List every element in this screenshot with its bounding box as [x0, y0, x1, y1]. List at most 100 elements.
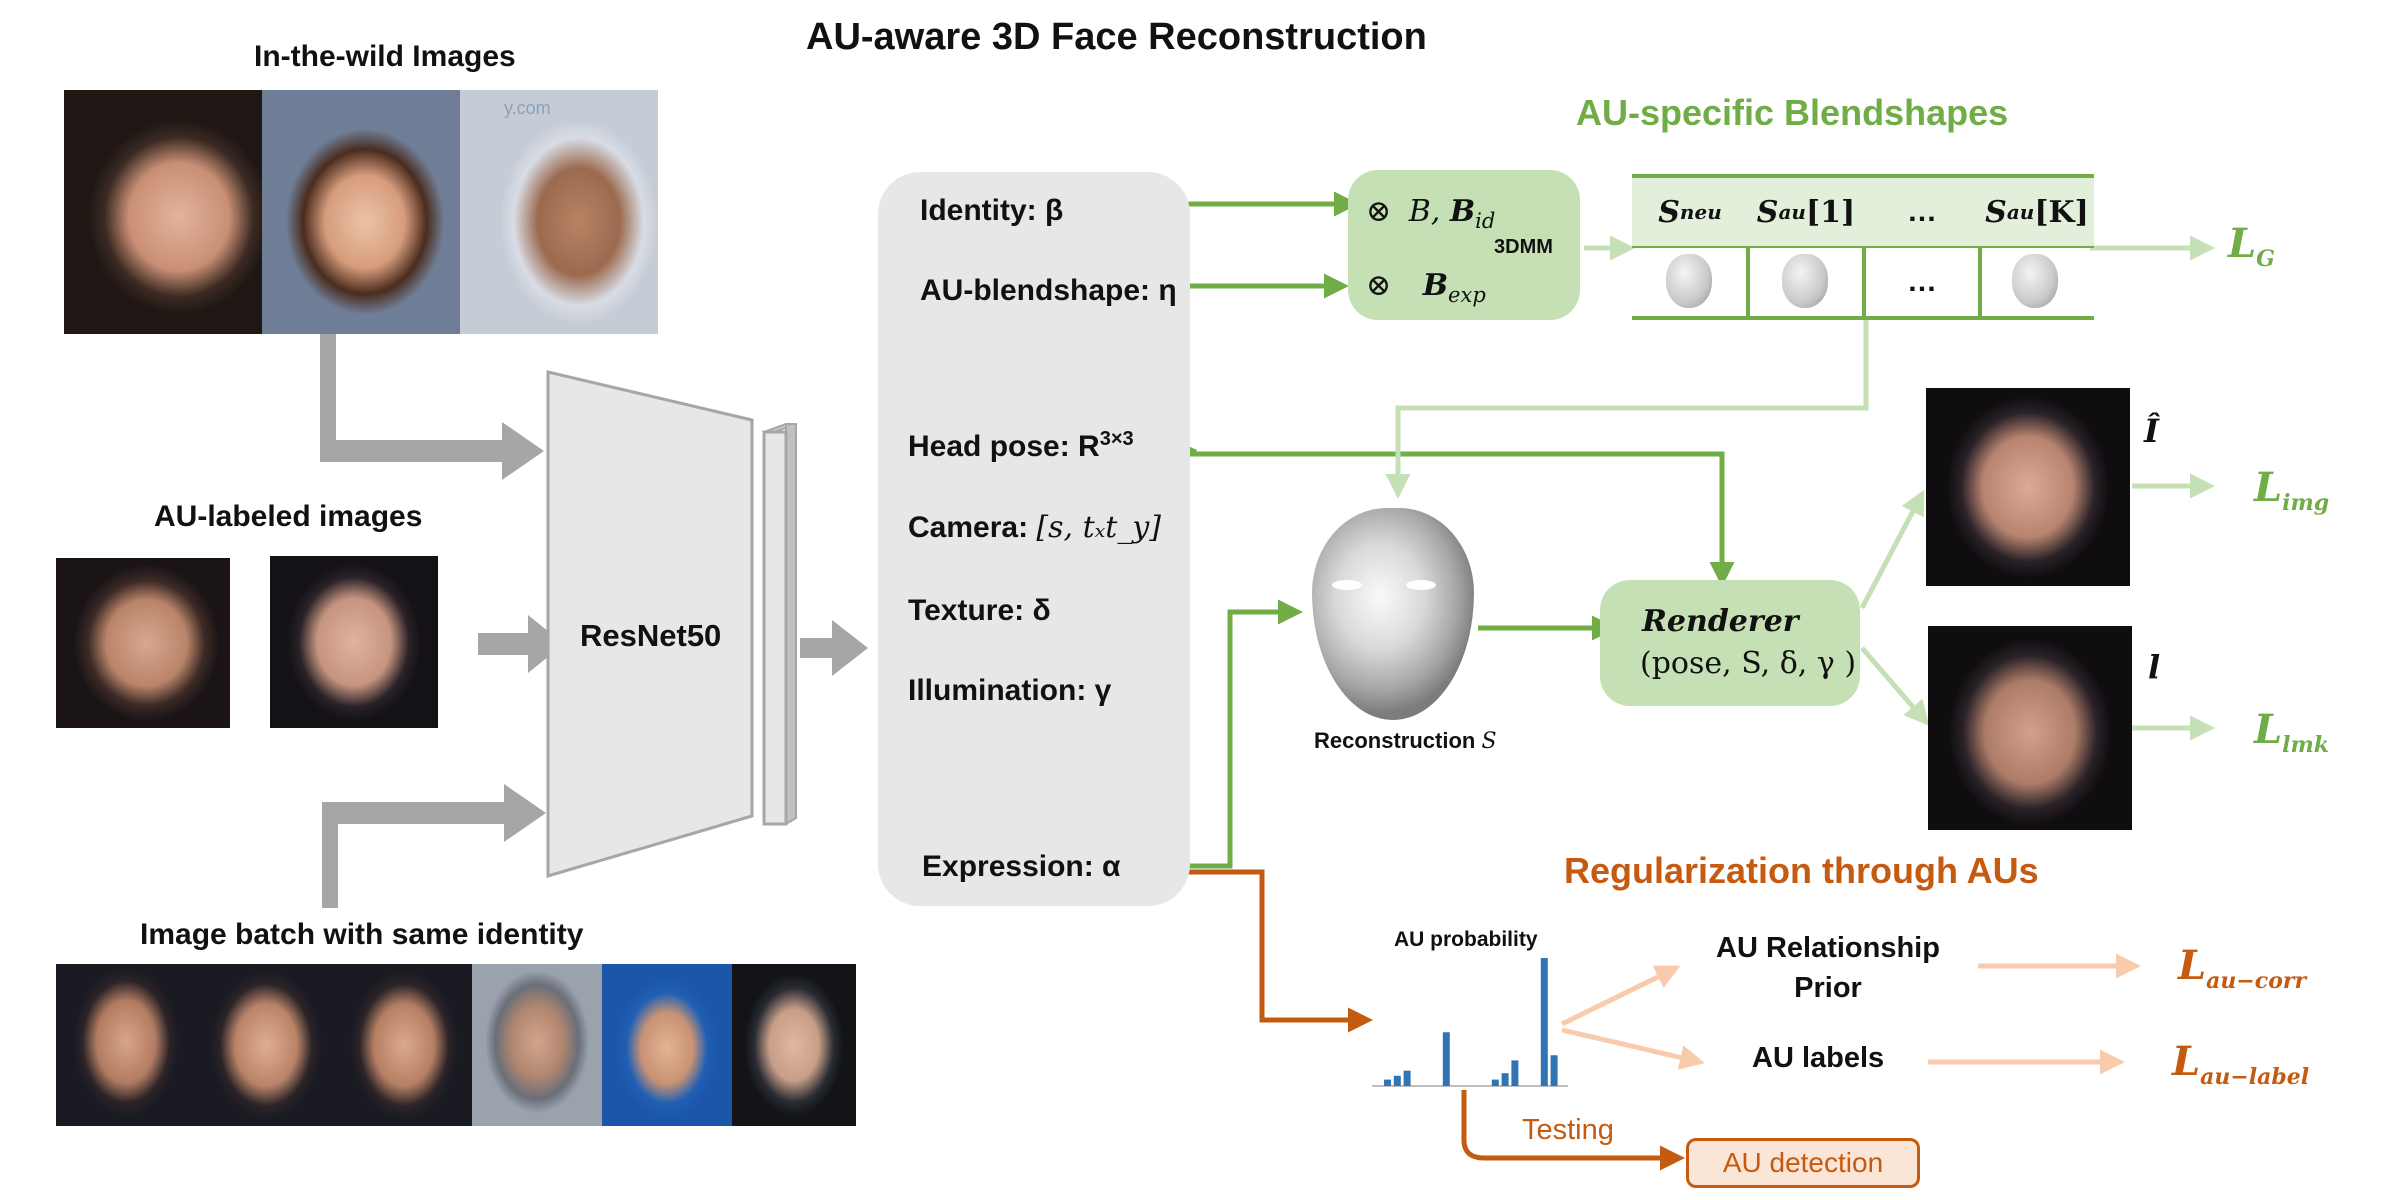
au-prob-bar	[1384, 1079, 1391, 1086]
wild-face-1	[64, 90, 262, 334]
landmark-image	[1928, 626, 2132, 830]
light-green-arrows	[1385, 235, 2215, 741]
reconstruction-mesh	[1312, 508, 1474, 720]
au-detection-label: AU detection	[1722, 1147, 1884, 1178]
model-basis-box	[1348, 170, 1580, 320]
au-labels-text: AU labels	[1752, 1042, 1885, 1074]
loss-au-corr: Lau−corr	[2178, 942, 2306, 994]
param-illumination: Illumination: γ	[908, 674, 1112, 707]
cell-au1-sub: au	[1778, 200, 1806, 224]
encoder-label: ResNet50	[580, 618, 722, 653]
loss-label-main: L	[2172, 1038, 2201, 1085]
basis-bexp: B	[1422, 268, 1449, 303]
cell-auk-main: S	[1985, 194, 2007, 230]
renderer-name: Renderer	[1642, 604, 1799, 639]
cell-au1-main: S	[1756, 194, 1779, 230]
reconstruction-caption: Reconstruction S	[1314, 728, 1497, 754]
au-labeled-face-2	[270, 556, 438, 728]
loss-g-main: L	[2228, 220, 2257, 267]
wild-images-caption: In-the-wild Images	[254, 40, 516, 73]
cell-neu-main: S	[1658, 194, 1680, 230]
au-prob-bar	[1403, 1070, 1411, 1086]
au-prior-line2: Prior	[1794, 972, 1862, 1004]
loss-lmk-main: L	[2254, 706, 2283, 753]
loss-au-label: Lau−label	[2172, 1038, 2309, 1090]
batch-face-4	[472, 964, 602, 1126]
wild-face-3	[460, 90, 658, 334]
param-au-blendshape: AU-blendshape: η	[920, 274, 1177, 307]
loss-lmk: Llmk	[2254, 706, 2329, 758]
au-prob-bar	[1511, 1060, 1519, 1086]
batch-face-2	[196, 964, 336, 1126]
au-prob-bar	[1540, 958, 1548, 1086]
param-identity: Identity: β	[920, 194, 1064, 227]
blendshape-cell-ellipsis: …	[1907, 195, 1937, 228]
photo-watermark: y.com	[504, 98, 551, 118]
encoder-output-arrow	[800, 620, 868, 676]
loss-g: LG	[2228, 220, 2275, 272]
au-labeled-caption: AU-labeled images	[154, 500, 423, 533]
camera-value: [s, tₓt_y]	[1036, 510, 1161, 545]
mesh-eye-left	[1332, 580, 1362, 590]
blendshape-table-lines	[1632, 174, 2094, 320]
cell-au1-suffix: [1]	[1805, 194, 1856, 230]
testing-label: Testing	[1522, 1114, 1614, 1146]
reconstruction-caption-text: Reconstruction	[1314, 728, 1482, 753]
wild-arrow	[320, 330, 544, 480]
reconstruction-symbol: S	[1481, 729, 1497, 754]
regularization-heading: Regularization through AUs	[1564, 850, 2039, 891]
batch-arrow	[322, 784, 546, 908]
au-labeled-arrow	[478, 615, 564, 673]
mesh-thumb-ellipsis: …	[1907, 265, 1937, 298]
feature-vector	[762, 423, 797, 826]
wild-face-2	[262, 90, 460, 334]
au-prior-line1: AU Relationship	[1716, 932, 1940, 964]
loss-label-sub: au−label	[2200, 1064, 2310, 1090]
renderer-box	[1600, 580, 1860, 706]
basis-bid: B	[1449, 194, 1476, 229]
param-expression: Expression: α	[922, 850, 1121, 883]
rendered-image-symbol: Î	[2144, 412, 2159, 450]
au-prior-label: AU Relationship Prior	[1716, 928, 1940, 1008]
loss-img-sub: img	[2282, 490, 2330, 516]
basis-row-id: ⊗ B, Bid	[1366, 194, 1495, 233]
batch-face-3	[336, 964, 472, 1126]
cell-auk-sub: au	[2006, 200, 2035, 224]
loss-img: Limg	[2254, 464, 2329, 516]
mesh-thumb-auk	[2012, 254, 2058, 308]
loss-corr-main: L	[2178, 942, 2207, 989]
blendshapes-heading: AU-specific Blendshapes	[1576, 92, 2009, 133]
resnet-encoder	[546, 370, 754, 879]
cell-auk-suffix: [K]	[2034, 194, 2089, 230]
loss-img-main: L	[2254, 464, 2283, 511]
au-labeled-face-1	[56, 558, 230, 728]
renderer-args: (pose, S, δ, γ )	[1640, 646, 1857, 681]
tensor-op-2: ⊗	[1366, 268, 1392, 303]
loss-lmk-sub: lmk	[2282, 732, 2330, 758]
basis-row-exp: ⊗ Bexp	[1366, 268, 1486, 307]
mesh-thumb-au1	[1782, 254, 1828, 308]
au-prob-bar	[1442, 1032, 1450, 1086]
head-pose-label: Head pose: R	[908, 430, 1100, 463]
parameter-panel	[878, 172, 1190, 906]
landmark-symbol: l	[2148, 648, 2161, 686]
batch-face-6	[732, 964, 856, 1126]
batch-face-5	[602, 964, 732, 1126]
loss-g-sub: G	[2256, 246, 2275, 272]
mesh-eye-right	[1406, 580, 1436, 590]
wild-images-strip: y.com	[64, 90, 658, 334]
loss-corr-sub: au−corr	[2206, 968, 2307, 994]
au-prob-bar	[1393, 1075, 1401, 1086]
camera-label: Camera:	[908, 511, 1037, 544]
param-head-pose: Head pose: R3×3	[908, 428, 1134, 464]
3dmm-tag: 3DMM	[1494, 236, 1553, 258]
basis-b: B,	[1408, 194, 1450, 229]
basis-bexp-sub: exp	[1448, 283, 1486, 307]
param-camera: Camera: [s, tₓt_y]	[908, 510, 1161, 545]
orange-arrows	[1152, 869, 2141, 1171]
au-prob-bar	[1491, 1079, 1499, 1086]
